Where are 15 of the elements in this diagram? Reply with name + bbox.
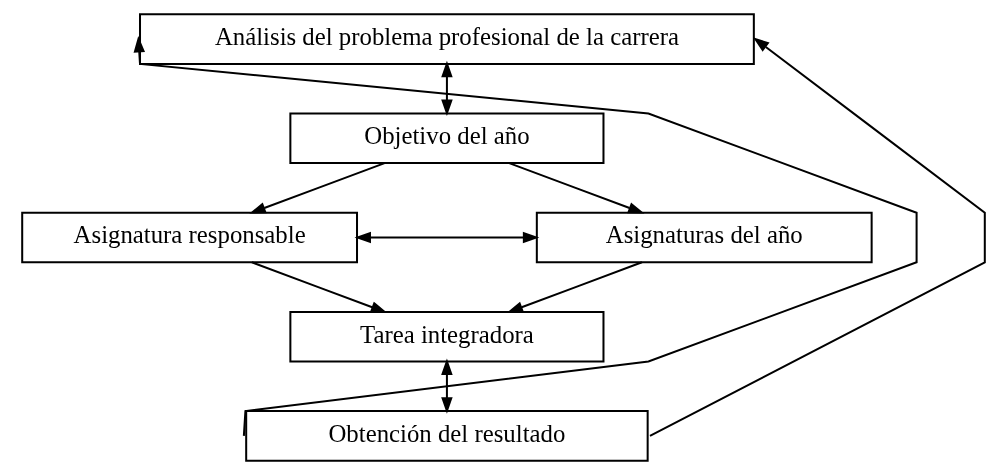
node-box: Asignatura responsable [21, 211, 359, 264]
arrow [251, 261, 388, 313]
node-box: Asignaturas del año [535, 211, 873, 264]
node-box: Tarea integradora [289, 310, 605, 363]
arrow [441, 358, 453, 414]
node-box: Análisis del problema profesional de la carrera [139, 13, 755, 65]
arrow [506, 261, 643, 313]
node-box: Obtención del resultado [245, 410, 649, 462]
arrow [508, 162, 645, 214]
arrow [249, 162, 385, 214]
arrow [441, 60, 453, 117]
arrow [649, 37, 986, 437]
arrow [354, 231, 540, 244]
arrow [133, 36, 918, 436]
node-box: Objetivo del año [289, 112, 605, 165]
